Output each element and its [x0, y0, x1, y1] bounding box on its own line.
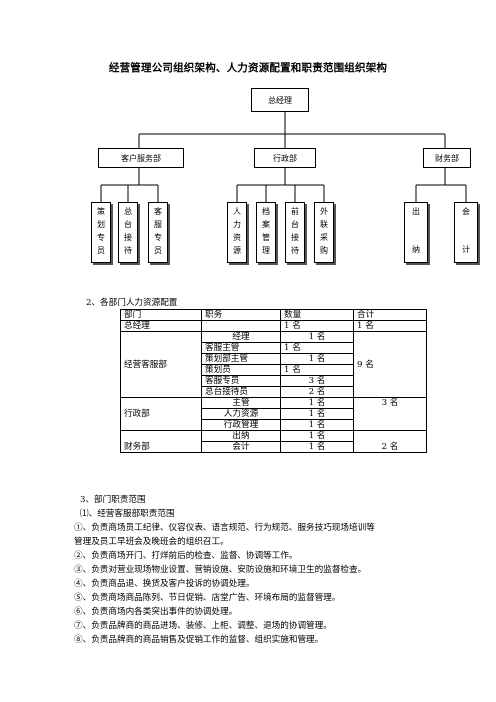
- table-cell: 行政管理: [201, 419, 281, 431]
- org-box-cashier: 出纳: [404, 202, 428, 263]
- table-cell: 1 名: [280, 408, 354, 420]
- duty-item: ③、负责对营业现场物业设置、营销设施、安防设施和环境卫生的监督检查。: [74, 565, 367, 575]
- table-cell: 1 名: [280, 397, 354, 409]
- table-cell: 1 名: [280, 331, 354, 343]
- table-row: 总经理 1 名 1 名: [120, 320, 427, 332]
- table-row: 经营客服部 经理 1 名 9 名: [120, 331, 427, 398]
- vertical-label: 策划专员: [97, 207, 105, 255]
- table-row: 行政部 主管 1 名 3 名: [120, 397, 427, 431]
- table-cell: 1 名: [280, 441, 354, 453]
- org-box-hr: 人力资源: [227, 202, 247, 263]
- duty-item: ④、负责商品退、换货及客户投诉的协调处理。: [74, 579, 255, 589]
- section-heading-staffing: 2、各部门人力资源配置: [86, 298, 178, 308]
- table-cell: 出纳: [201, 430, 281, 442]
- table-header: 部门: [120, 309, 202, 321]
- table-cell: 总台接待员: [201, 386, 281, 398]
- table-cell: 总经理: [120, 320, 202, 332]
- table-header: 数量: [280, 309, 354, 321]
- table-cell: 人力资源: [201, 408, 281, 420]
- table-cell: 2 名: [353, 430, 427, 453]
- table-row: 财务部 出纳 1 名 2 名: [120, 430, 427, 453]
- org-box-accountant: 会计: [454, 202, 478, 263]
- duty-item: ⑤、负责商场商品陈列、节日促销、店堂广告、环境布局的监督管理。: [74, 593, 341, 603]
- org-box-label: 客户服务部: [121, 153, 161, 163]
- org-box-reception: 前台接待: [285, 202, 305, 263]
- table-cell: 1 名: [280, 430, 354, 442]
- vertical-label-spaced: 会计: [462, 207, 470, 254]
- org-box-admin: 行政部: [254, 148, 316, 168]
- table-cell: 客服专员: [201, 375, 281, 387]
- section-heading-duties: 3、部门职责范围: [80, 495, 146, 505]
- duty-item: ⑦、负责品牌商的商品进场、装修、上柜、调整、退场的协调管理。: [74, 621, 332, 631]
- table-row: 客服主管 1 名: [121, 342, 427, 354]
- org-chart-connectors: [100, 112, 467, 202]
- table-cell: 行政部: [120, 397, 202, 431]
- table-cell: 1 名: [280, 419, 354, 431]
- duty-item: ②、负责商场开门、打烊前后的检查、监督、协调等工作。: [74, 551, 298, 561]
- vertical-label: 客服专员: [154, 207, 162, 255]
- vertical-label: 档案管理: [262, 207, 270, 255]
- vertical-label: 前台接待: [291, 207, 299, 255]
- table-cell: 主管: [201, 397, 281, 409]
- org-box-customer-service: 客户服务部: [98, 148, 184, 168]
- table-cell: [201, 320, 281, 332]
- table-header-row: 部门 职务 数量 合计: [120, 309, 427, 321]
- table-cell: 9 名: [353, 331, 427, 398]
- org-box-general-manager: 总经理: [251, 88, 309, 112]
- duty-item: ⑥、负责商场内各类突出事件的协调处理。: [74, 607, 238, 617]
- table-cell: 1 名: [280, 353, 354, 365]
- org-box-label: 行政部: [273, 153, 297, 163]
- table-cell: 经营客服部: [120, 331, 202, 398]
- table-cell: 1 名: [280, 342, 354, 354]
- table-header: 职务: [201, 309, 281, 321]
- table-cell: 3 名: [280, 375, 354, 387]
- duty-item: ①、负责商场员工纪律、仪容仪表、语言规范、行为规范、服务技巧现场培训等: [74, 523, 375, 533]
- vertical-label: 总台接待: [124, 207, 132, 255]
- vertical-label: 人力资源: [233, 207, 241, 255]
- table-header: 合计: [353, 309, 427, 321]
- org-box-planning-specialist: 策划专员: [91, 202, 111, 263]
- table-cell: 客服主管: [201, 342, 281, 354]
- table-row: 行政管理 1 名: [121, 419, 427, 431]
- table-cell: 策划员: [201, 364, 281, 376]
- staffing-table: 部门 职务 数量 合计 总经理 1 名 1 名 经营客服部 经理 1 名 9 名…: [120, 309, 427, 453]
- table-cell: 2 名: [280, 386, 354, 398]
- org-box-finance: 财务部: [423, 148, 471, 168]
- table-cell: 经理: [201, 331, 281, 343]
- org-box-customer-specialist: 客服专员: [148, 202, 168, 263]
- table-cell: 1 名: [280, 320, 354, 332]
- org-box-front-desk: 总台接待: [118, 202, 138, 263]
- table-cell: 1 名: [353, 320, 427, 332]
- table-cell: 3 名: [353, 397, 427, 431]
- table-row: 人力资源 1 名: [121, 408, 427, 420]
- table-cell: 策划部主管: [201, 353, 281, 365]
- table-row: 策划员 1 名: [121, 364, 427, 376]
- page-title: 经营管理公司组织架构、人力资源配置和职责范围组织架构: [108, 62, 388, 74]
- table-cell: 财务部: [120, 430, 202, 453]
- duty-item: 管理及员工早班会及晚班会的组织召工。: [74, 537, 229, 547]
- org-box-archives: 档案管理: [256, 202, 276, 263]
- table-row: 会计 1 名: [121, 441, 427, 453]
- vertical-label: 外联采购: [320, 207, 328, 255]
- vertical-label-spaced: 出纳: [412, 207, 420, 254]
- table-cell: 1 名: [280, 364, 354, 376]
- org-box-purchasing: 外联采购: [314, 202, 334, 263]
- table-cell: 会计: [201, 441, 281, 453]
- subsection-heading: ⑴、经营客服部职责范围: [80, 509, 175, 519]
- duty-item: ⑧、负责品牌商的商品销售及促销工作的监督、组织实施和管理。: [74, 635, 324, 645]
- org-box-label: 财务部: [435, 153, 459, 163]
- org-box-label: 总经理: [268, 95, 292, 105]
